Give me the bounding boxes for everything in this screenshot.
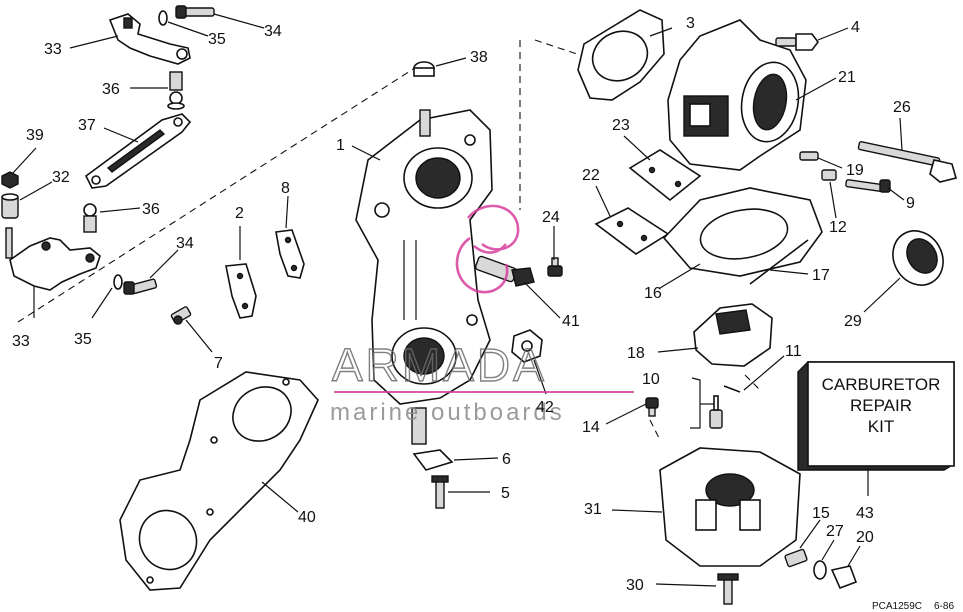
nut-small-left (1, 171, 19, 189)
cover-23 (628, 149, 702, 202)
screw-upper-left (175, 5, 215, 19)
callout-12: 12 (829, 219, 847, 236)
silencer-housing (667, 19, 807, 171)
screw-9 (845, 179, 891, 193)
flange-gasket (119, 371, 319, 591)
callout-21: 21 (838, 69, 856, 86)
plate-2 (225, 263, 257, 319)
callout-7: 7 (214, 355, 223, 372)
plug-38 (413, 61, 435, 77)
drawing-date: 6-86 (934, 601, 954, 612)
cap-29 (892, 230, 944, 286)
callout-5: 5 (501, 485, 510, 502)
callout-10: 10 (642, 371, 660, 388)
callout-labels: 1 2 3 4 5 6 7 8 9 10 11 12 14 15 16 17 1… (12, 15, 915, 594)
callout-36-top: 36 (102, 81, 120, 98)
repair-kit-box: CARBURETOR REPAIR KIT (797, 361, 955, 471)
callout-8: 8 (281, 180, 290, 197)
callout-17: 17 (812, 267, 830, 284)
screw-19 (799, 151, 819, 161)
callout-36-mid: 36 (142, 201, 160, 218)
callout-20: 20 (856, 529, 874, 546)
callout-40: 40 (298, 509, 316, 526)
long-bolt-26 (857, 141, 957, 183)
spacer-left (1, 193, 19, 219)
callout-35-bottom: 35 (74, 331, 92, 348)
callout-37: 37 (78, 117, 96, 134)
callout-42: 42 (536, 399, 554, 416)
callout-34-mid: 34 (176, 235, 194, 252)
screw-5 (431, 475, 449, 509)
throttle-lever-upper (108, 13, 191, 65)
gasket-3 (577, 9, 665, 101)
callout-2: 2 (235, 205, 244, 222)
plate-22 (594, 207, 670, 255)
kit-label-line3: KIT (868, 417, 894, 436)
callout-23: 23 (612, 117, 630, 134)
plug-42 (511, 329, 543, 363)
retaining-clip-lower (113, 274, 123, 290)
callout-6: 6 (502, 451, 511, 468)
diaphragm-16 (662, 187, 823, 277)
callout-11: 11 (785, 343, 802, 360)
screw-lower-left (123, 278, 158, 295)
screw-14 (645, 397, 659, 417)
spring-15 (784, 548, 808, 568)
screw-bracket (170, 306, 192, 325)
screw-30 (717, 573, 739, 605)
throttle-lever-lower (5, 227, 101, 291)
callout-30: 30 (626, 577, 644, 594)
callout-9: 9 (906, 195, 915, 212)
callout-18: 18 (627, 345, 645, 362)
callout-22: 22 (582, 167, 600, 184)
carburetor-body (355, 109, 493, 445)
callout-35-top: 35 (208, 31, 226, 48)
spring-12 (821, 169, 837, 181)
pin-11 (723, 385, 741, 393)
leader-lines (11, 13, 905, 587)
washer-27 (813, 560, 827, 580)
float-bowl-31 (659, 447, 801, 567)
watermark-logo-icon (455, 204, 520, 294)
needle-valve (709, 395, 723, 429)
callout-27: 27 (826, 523, 844, 540)
callout-4: 4 (851, 19, 860, 36)
callout-14: 14 (582, 419, 600, 436)
callout-41: 41 (562, 313, 580, 330)
float-18 (693, 303, 773, 367)
plate-8 (275, 229, 305, 279)
callout-15: 15 (812, 505, 830, 522)
callout-34-top: 34 (264, 23, 282, 40)
watermark: ARMADA marine outboards (330, 204, 634, 426)
kit-label-line1: CARBURETOR (822, 375, 941, 394)
watermark-brand: ARMADA (332, 339, 547, 391)
callout-33-bottom: 33 (12, 333, 30, 350)
retaining-clip-upper (158, 10, 168, 26)
callout-43: 43 (856, 505, 874, 522)
callout-26: 26 (893, 99, 911, 116)
drawing-code: PCA1259C (872, 601, 922, 612)
callout-3: 3 (686, 15, 695, 32)
callout-31: 31 (584, 501, 602, 518)
pin-17 (749, 239, 809, 285)
callout-19: 19 (846, 162, 864, 179)
callout-29: 29 (844, 313, 862, 330)
ball-joint-mid (83, 203, 97, 233)
screw-24 (547, 257, 563, 277)
watermark-tagline: marine outboards (330, 399, 565, 426)
callout-24: 24 (542, 209, 560, 226)
kit-label-line2: REPAIR (850, 396, 912, 415)
callout-16: 16 (644, 285, 662, 302)
callout-38: 38 (470, 49, 488, 66)
bolt-4 (775, 33, 819, 51)
callout-32: 32 (52, 169, 70, 186)
ball-joint-upper (167, 71, 185, 110)
callout-39: 39 (26, 127, 44, 144)
plug-20 (830, 565, 858, 590)
link-rod (84, 113, 192, 189)
callout-1: 1 (336, 137, 345, 154)
plate-6 (412, 449, 454, 471)
callout-33-top: 33 (44, 41, 62, 58)
